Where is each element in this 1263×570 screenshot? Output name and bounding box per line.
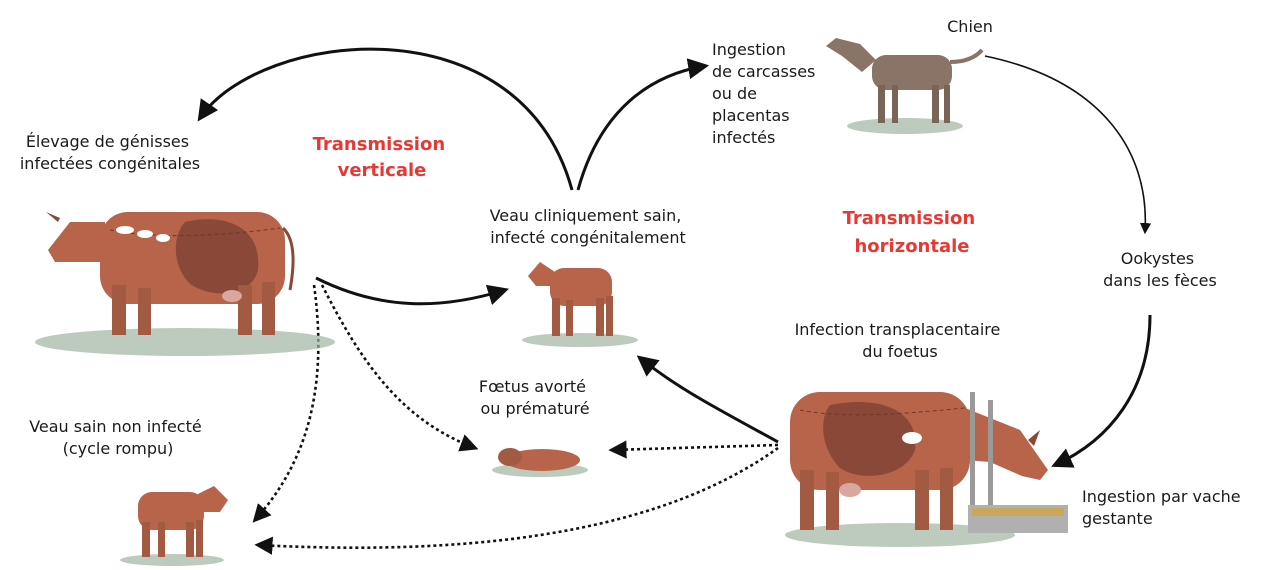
label-heifers: Élevage de génisses infectées congénital… [20, 132, 200, 173]
pregnant-cow-illustration [785, 392, 1068, 547]
arrow-oocysts-to-cow [1051, 314, 1152, 468]
label-dog: Chien [947, 17, 993, 36]
label-horizontal-transmission: Transmission horizontale [843, 208, 982, 257]
label-transplacental: Infection transplacentaire du foetus [795, 320, 1006, 361]
heifer-cow-illustration [35, 212, 335, 356]
arrow-heifer-to-calf [315, 276, 510, 306]
label-oocysts: Ookystes dans les fèces [1103, 249, 1217, 290]
arrow-dog-to-oocysts [984, 55, 1152, 235]
labels: Élevage de génisses infectées congénital… [20, 17, 1246, 528]
arrow-cow-to-calf [636, 355, 779, 444]
healthy-calf-illustration [120, 486, 228, 566]
arrows [197, 47, 1152, 555]
label-vertical-transmission: Transmission verticale [313, 134, 452, 181]
label-calf-infected: Veau cliniquement sain, infecté congénit… [490, 206, 687, 247]
infected-calf-illustration [522, 262, 638, 347]
arrow-cow-to-healthy-calf [254, 446, 779, 555]
arrow-cow-to-fetus [608, 440, 779, 459]
label-ingestion-carcasses: Ingestion de carcasses ou de placentas i… [712, 40, 820, 147]
label-healthy-calf: Veau sain non infecté (cycle rompu) [29, 417, 207, 458]
arrow-heifer-to-healthy-calf [252, 284, 320, 523]
arrow-calf-to-ingestion [576, 58, 710, 191]
aborted-fetus-illustration [492, 448, 588, 477]
label-fetus: Fœtus avorté ou prématuré [479, 377, 591, 418]
dog-illustration [826, 38, 984, 134]
arrow-calf-to-heifers [197, 47, 574, 191]
label-ingestion-cow: Ingestion par vache gestante [1082, 487, 1246, 528]
arrow-heifer-to-fetus [320, 284, 479, 452]
